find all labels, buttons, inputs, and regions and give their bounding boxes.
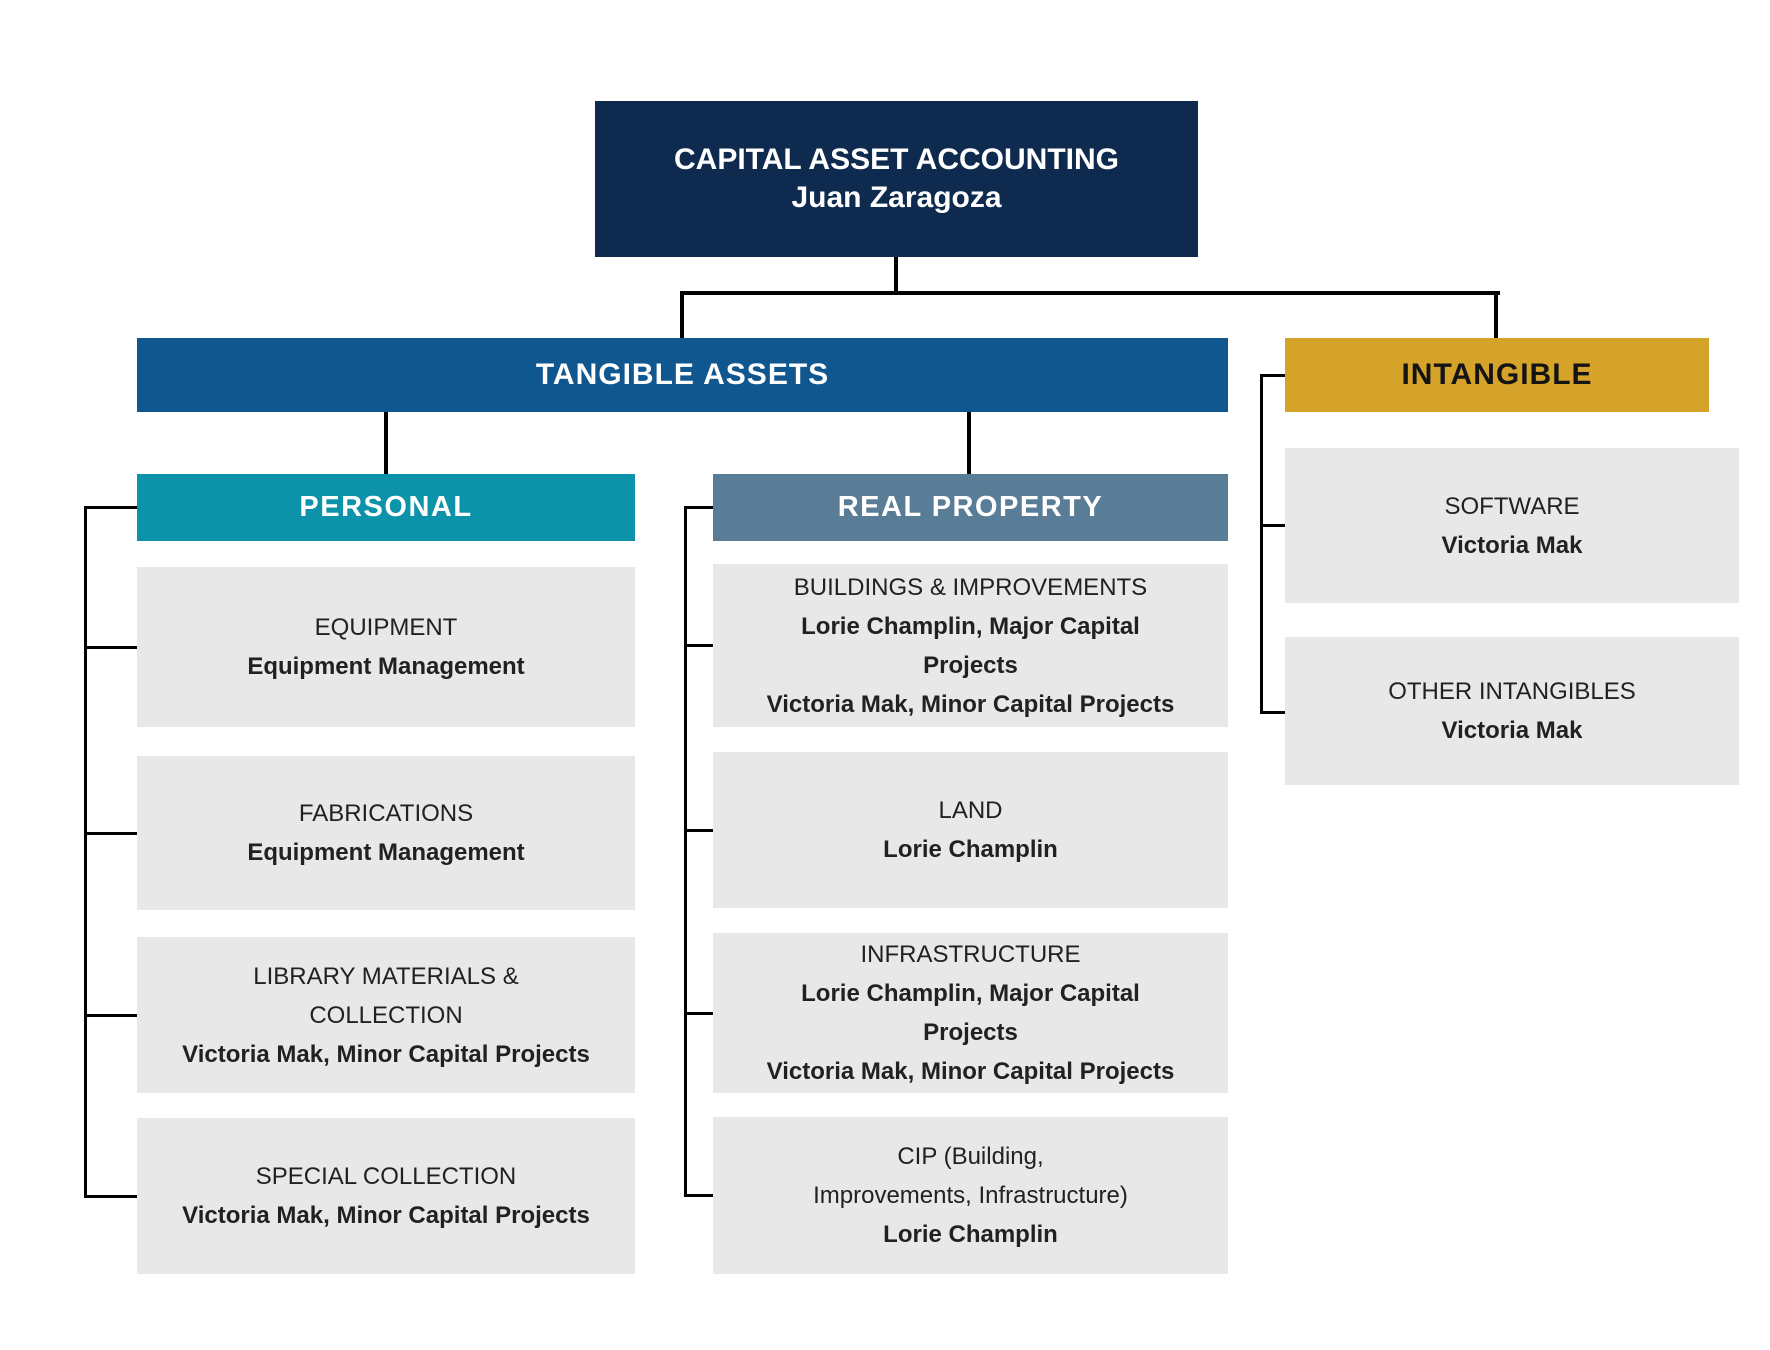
node-owner: Victoria Mak, Minor Capital Projects	[182, 1040, 590, 1068]
root-subtitle: Juan Zaragoza	[791, 181, 1002, 214]
bracket-intangible-vertical	[1260, 374, 1263, 714]
node-owner: Lorie Champlin	[883, 836, 1058, 863]
bracket-stub-infrastructure	[684, 1012, 713, 1015]
personal-label: PERSONAL	[299, 491, 473, 523]
connector-drop-tangible	[680, 291, 684, 338]
bracket-personal-header-stub	[84, 506, 137, 509]
intangible-bar: INTANGIBLE	[1285, 338, 1709, 412]
real-property-label: REAL PROPERTY	[837, 491, 1104, 523]
bracket-stub-equipment	[84, 646, 137, 649]
tangible-assets-label: TANGIBLE ASSETS	[535, 358, 830, 391]
connector-stub-personal	[384, 412, 388, 474]
node-owner: Lorie Champlin	[883, 1221, 1058, 1248]
bracket-stub-special	[84, 1195, 137, 1198]
node-title: SOFTWARE	[1444, 492, 1580, 520]
personal-header: PERSONAL	[137, 474, 635, 541]
node-fabrications: FABRICATIONS Equipment Management	[137, 756, 635, 910]
connector-drop-intangible	[1494, 291, 1498, 338]
connector-stub-real-property	[967, 412, 971, 474]
real-property-header: REAL PROPERTY	[713, 474, 1228, 541]
node-land: LAND Lorie Champlin	[713, 752, 1228, 908]
node-owner: Equipment Management	[247, 839, 525, 866]
bracket-stub-fabrications	[84, 832, 137, 835]
tangible-assets-bar: TANGIBLE ASSETS	[137, 338, 1228, 412]
bracket-stub-buildings	[684, 644, 713, 647]
node-owner: Projects	[923, 1019, 1018, 1046]
node-owner: Victoria Mak	[1441, 717, 1583, 744]
node-owner: Victoria Mak, Minor Capital Projects	[766, 1058, 1175, 1085]
bracket-stub-land	[684, 829, 713, 832]
node-owner: Lorie Champlin, Major Capital	[801, 612, 1140, 640]
node-software: SOFTWARE Victoria Mak	[1285, 448, 1739, 603]
node-title: OTHER INTANGIBLES	[1388, 678, 1636, 705]
bracket-personal-vertical	[84, 506, 87, 1198]
root-node: CAPITAL ASSET ACCOUNTING Juan Zaragoza	[595, 101, 1198, 257]
node-owner: Projects	[923, 651, 1018, 679]
node-owner: Lorie Champlin, Major Capital	[801, 980, 1140, 1007]
node-library-materials-collection: LIBRARY MATERIALS & COLLECTION Victoria …	[137, 937, 635, 1093]
intangible-label: INTANGIBLE	[1401, 358, 1593, 391]
bracket-stub-other-intangibles	[1260, 711, 1285, 714]
node-infrastructure: INFRASTRUCTURE Lorie Champlin, Major Cap…	[713, 933, 1228, 1093]
bracket-intangible-header-stub	[1260, 374, 1285, 377]
node-owner: Victoria Mak, Minor Capital Projects	[766, 690, 1175, 718]
connector-root-stem	[894, 257, 898, 295]
node-cip: CIP (Building, Improvements, Infrastruct…	[713, 1117, 1228, 1274]
node-other-intangibles: OTHER INTANGIBLES Victoria Mak	[1285, 637, 1739, 785]
node-title: SPECIAL COLLECTION	[255, 1163, 517, 1190]
node-title: BUILDINGS & IMPROVEMENTS	[793, 573, 1148, 601]
node-title: LIBRARY MATERIALS &	[253, 962, 519, 990]
node-title: FABRICATIONS	[298, 800, 474, 827]
node-owner: Victoria Mak, Minor Capital Projects	[182, 1202, 590, 1229]
node-title: CIP (Building,	[897, 1143, 1044, 1170]
node-owner: Equipment Management	[247, 653, 525, 680]
bracket-real-header-stub	[684, 506, 713, 509]
node-equipment: EQUIPMENT Equipment Management	[137, 567, 635, 727]
node-title: Improvements, Infrastructure)	[813, 1182, 1128, 1209]
node-special-collection: SPECIAL COLLECTION Victoria Mak, Minor C…	[137, 1118, 635, 1274]
bracket-real-vertical	[684, 506, 687, 1197]
connector-main-horizontal	[680, 291, 1500, 295]
root-title: CAPITAL ASSET ACCOUNTING	[673, 143, 1119, 176]
node-buildings-improvements: BUILDINGS & IMPROVEMENTS Lorie Champlin,…	[713, 564, 1228, 727]
bracket-stub-software	[1260, 524, 1285, 527]
node-title: COLLECTION	[309, 1001, 463, 1029]
bracket-stub-library	[84, 1014, 137, 1017]
bracket-stub-cip	[684, 1194, 713, 1197]
node-title: EQUIPMENT	[314, 614, 458, 641]
node-owner: Victoria Mak	[1441, 531, 1583, 559]
node-title: INFRASTRUCTURE	[860, 941, 1081, 968]
node-title: LAND	[938, 797, 1003, 824]
